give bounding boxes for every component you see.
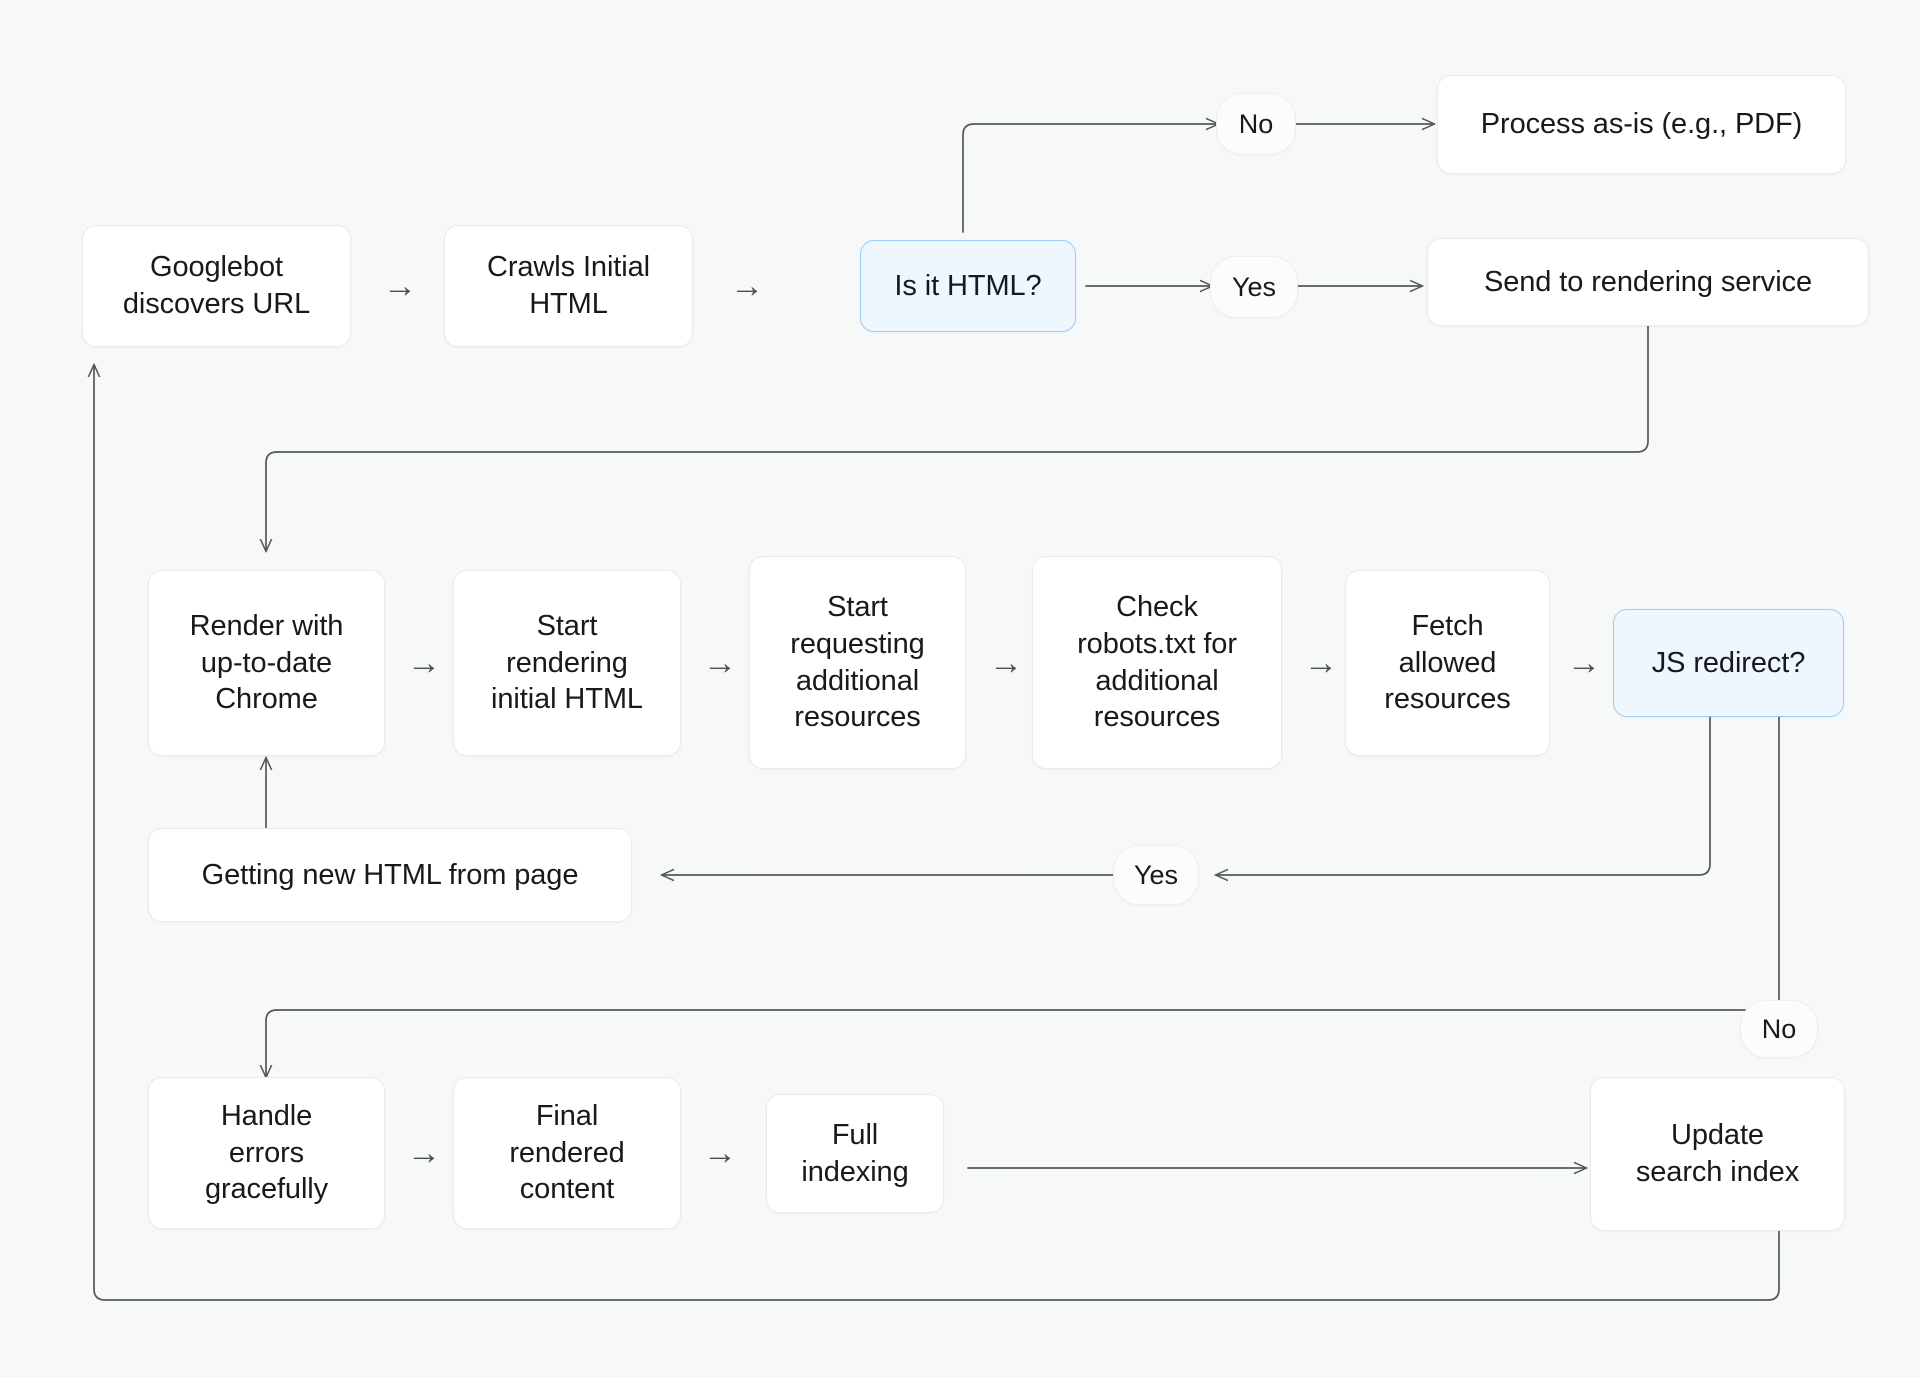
node-js-redirect[interactable]: JS redirect? (1613, 609, 1844, 717)
arrow-glyph: → (1304, 644, 1338, 682)
node-send-to-rendering-service[interactable]: Send to rendering service (1427, 238, 1869, 326)
edge-update-to-googlebot (94, 365, 1780, 1301)
edge-label-html-yes: Yes (1210, 256, 1298, 318)
node-render-with-chrome[interactable]: Render with up-to-date Chrome (148, 570, 385, 756)
node-label: Googlebot discovers URL (122, 251, 311, 320)
node-label: Is it HTML? (894, 269, 1042, 302)
edge-label-redirect-no: No (1740, 1000, 1818, 1058)
node-label: Crawls Initial HTML (487, 251, 650, 320)
node-label: Getting new HTML from page (201, 858, 579, 891)
node-check-robots-txt[interactable]: Check robots.txt for additional resource… (1032, 556, 1282, 769)
node-label: Update search index (1635, 1119, 1800, 1188)
arrow-glyph: → (383, 267, 417, 305)
edge-ishtml-no (962, 124, 1218, 233)
edge-send-to-render (266, 324, 1649, 551)
node-label: Send to rendering service (1484, 265, 1812, 298)
node-crawls-initial-html[interactable]: Crawls Initial HTML (444, 225, 693, 347)
node-label: Check robots.txt for additional resource… (1077, 591, 1237, 734)
node-label: Handle errors gracefully (204, 1100, 329, 1206)
arrow-right-icon: → (688, 1133, 752, 1173)
arrow-right-icon: → (392, 1133, 456, 1173)
node-label: Fetch allowed resources (1384, 610, 1511, 716)
node-label: Render with up-to-date Chrome (189, 610, 344, 716)
node-full-indexing[interactable]: Full indexing (766, 1094, 944, 1213)
arrow-right-icon: → (1289, 643, 1353, 683)
node-handle-errors[interactable]: Handle errors gracefully (148, 1077, 385, 1229)
node-label: Final rendered content (509, 1100, 625, 1206)
arrow-glyph: → (407, 1134, 441, 1172)
node-fetch-allowed-resources[interactable]: Fetch allowed resources (1345, 570, 1550, 756)
edge-label-redirect-yes: Yes (1113, 845, 1199, 905)
node-process-as-is[interactable]: Process as-is (e.g., PDF) (1437, 75, 1846, 174)
edge-jsredirect-yes (1216, 715, 1711, 875)
node-is-it-html[interactable]: Is it HTML? (860, 240, 1076, 332)
arrow-glyph: → (407, 644, 441, 682)
node-googlebot-discovers-url[interactable]: Googlebot discovers URL (82, 225, 351, 347)
node-label: Start rendering initial HTML (491, 610, 643, 716)
node-label: Start requesting additional resources (790, 591, 925, 734)
arrow-glyph: → (703, 1134, 737, 1172)
node-start-rendering-initial-html[interactable]: Start rendering initial HTML (453, 570, 681, 756)
badge-label: Yes (1133, 859, 1179, 890)
arrow-right-icon: → (1555, 643, 1613, 683)
arrow-right-icon: → (688, 643, 752, 683)
badge-label: Yes (1231, 271, 1277, 302)
arrow-right-icon: → (974, 643, 1038, 683)
edge-no-to-handle (266, 1009, 1780, 1077)
arrow-glyph: → (989, 644, 1023, 682)
arrow-right-icon: → (707, 266, 787, 306)
badge-label: No (1238, 108, 1274, 139)
badge-label: No (1761, 1013, 1797, 1044)
node-getting-new-html[interactable]: Getting new HTML from page (148, 828, 632, 922)
edge-label-html-no: No (1216, 93, 1296, 155)
node-label: Full indexing (801, 1118, 909, 1188)
arrow-glyph: → (1567, 644, 1601, 682)
arrow-glyph: → (703, 644, 737, 682)
node-update-search-index[interactable]: Update search index (1590, 1077, 1845, 1231)
arrow-right-icon: → (364, 266, 436, 306)
node-label: JS redirect? (1651, 646, 1806, 679)
node-start-requesting-additional-resources[interactable]: Start requesting additional resources (749, 556, 966, 769)
arrow-glyph: → (730, 267, 764, 305)
arrow-right-icon: → (392, 643, 456, 683)
node-label: Process as-is (e.g., PDF) (1480, 108, 1803, 141)
node-final-rendered-content[interactable]: Final rendered content (453, 1077, 681, 1229)
